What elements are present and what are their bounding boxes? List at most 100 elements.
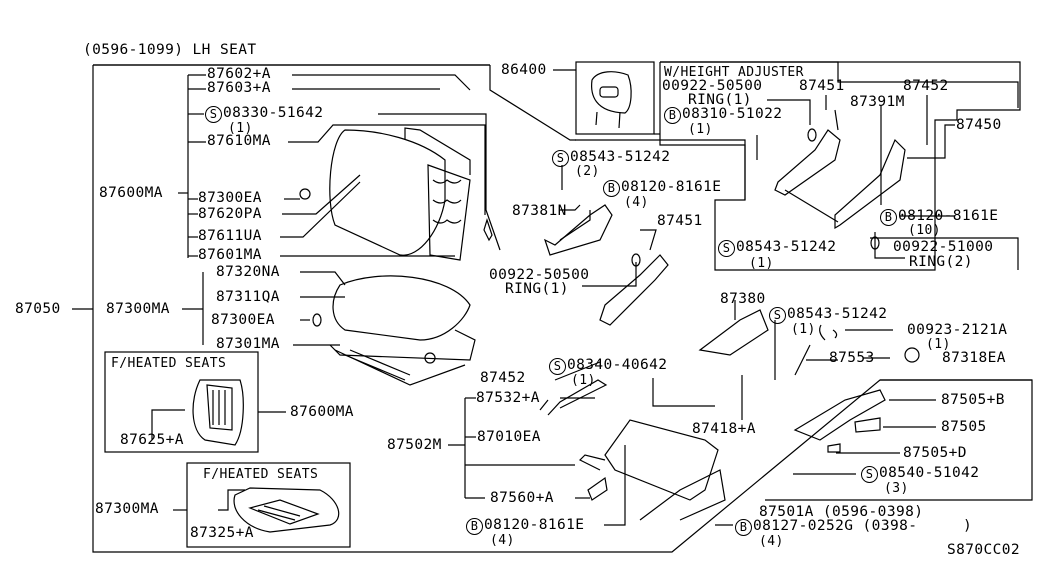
qty-08330: (1) [228,121,253,136]
qty-00923: (1) [926,337,951,352]
bolt-symbol-icon: B [880,209,897,226]
part-86400[interactable]: 86400 [501,62,547,78]
screw-symbol-icon: S [769,307,786,324]
ha-part-87391M[interactable]: 87391M [850,94,905,110]
headrest-box [575,61,655,135]
ha-part-87451[interactable]: 87451 [799,78,845,94]
qty-08543-a: (2) [575,164,600,179]
part-87600MA[interactable]: 87600MA [99,185,163,201]
headrest-illustration [591,71,632,129]
part-87320NA[interactable]: 87320NA [216,264,280,280]
part-87611UA[interactable]: 87611UA [198,228,262,244]
part-87451[interactable]: 87451 [657,213,703,229]
seat-track-illustration [578,419,726,521]
part-87553[interactable]: 87553 [829,350,875,366]
part-87505D[interactable]: 87505+D [903,445,967,461]
height-adjuster-illustration [774,109,906,250]
part-00923-2121A[interactable]: 00923-2121A [907,322,1008,338]
part-87010EA[interactable]: 87010EA [477,429,541,445]
part-87418A[interactable]: 87418+A [692,421,756,437]
part-87381N[interactable]: 87381N [512,203,567,219]
qty-08127: (4) [759,534,784,549]
part-87300EA-cushion[interactable]: 87300EA [211,312,275,328]
recliner-bracket-illustration [543,204,669,326]
part-87601MA[interactable]: 87601MA [198,247,262,263]
part-87603A[interactable]: 87603+A [207,80,271,96]
qty-08340: (1) [571,373,596,388]
part-87625A[interactable]: 87625+A [120,432,184,448]
height-adjuster-box [660,61,1019,108]
ha-ring-00922-50500[interactable]: 00922-50500 [662,78,763,94]
slide-rail-illustration [793,389,886,453]
bolt-symbol-icon: B [664,107,681,124]
part-87318EA[interactable]: 87318EA [942,350,1006,366]
ha-part-87452[interactable]: 87452 [903,78,949,94]
part-87452[interactable]: 87452 [480,370,526,386]
qty-08120-c: (4) [490,533,515,548]
heated-back-box [104,351,259,453]
part-87311QA[interactable]: 87311QA [216,289,280,305]
ha-ring-qty: RING(1) [688,92,752,108]
ring-00922-50500[interactable]: 00922-50500 [489,267,590,283]
screw-symbol-icon: S [861,466,878,483]
part-87050[interactable]: 87050 [15,301,61,317]
part-87505[interactable]: 87505 [941,419,987,435]
part-87505B[interactable]: 87505+B [941,392,1005,408]
ha-qty-08120: (10) [908,223,941,238]
heated-back-box-title: F/HEATED SEATS [111,356,227,371]
ha-ring2-qty: RING(2) [909,254,973,270]
bolt-symbol-icon: B [603,180,620,197]
part-87602A[interactable]: 87602+A [207,66,271,82]
part-87380[interactable]: 87380 [720,291,766,307]
screw-symbol-icon: S [205,106,222,123]
ha-qty-08543: (1) [749,256,774,271]
part-87610MA[interactable]: 87610MA [207,133,271,149]
part-87532A[interactable]: 87532+A [476,390,540,406]
part-87620PA[interactable]: 87620PA [198,206,262,222]
qty-08540: (3) [884,481,909,496]
screw-symbol-icon: S [549,358,566,375]
diagram-code: S870CC02 [947,542,1021,558]
seat-back-illustration [299,127,493,261]
seat-cushion-illustration [312,275,476,386]
heated-cushion-pad-illustration [233,487,340,533]
qty-08543-c: (1) [791,322,816,337]
heated-back-pad-illustration [192,379,244,446]
screw-symbol-icon: S [718,240,735,257]
diagram-title: (0596-1099) LH SEAT [83,42,257,58]
ha-part-87450[interactable]: 87450 [956,117,1002,133]
part-87502M[interactable]: 87502M [387,437,442,453]
part-87300EA-back[interactable]: 87300EA [198,190,262,206]
height-adjuster-title: W/HEIGHT ADJUSTER [664,65,804,80]
part-87300MA[interactable]: 87300MA [106,301,170,317]
part-87501A[interactable]: 87501A (0596-0398) [759,504,924,520]
part-87300MA-heated[interactable]: 87300MA [95,501,159,517]
lever-cover-illustration [698,309,920,376]
bolt-symbol-icon: B [735,519,752,536]
ha-ring-00922-51000[interactable]: 00922-51000 [893,239,994,255]
heated-cushion-box [186,462,351,548]
ha-qty-08310: (1) [688,122,713,137]
part-87560A[interactable]: 87560+A [490,490,554,506]
bolt-symbol-icon: B [466,518,483,535]
heated-cushion-box-title: F/HEATED SEATS [203,467,319,482]
screw-symbol-icon: S [552,150,569,167]
qty-08120-a: (4) [624,195,649,210]
part-87301MA[interactable]: 87301MA [216,336,280,352]
part-87325A[interactable]: 87325+A [190,525,254,541]
ring-00922-50500-qty: RING(1) [505,281,569,297]
part-87600MA-heated[interactable]: 87600MA [290,404,354,420]
